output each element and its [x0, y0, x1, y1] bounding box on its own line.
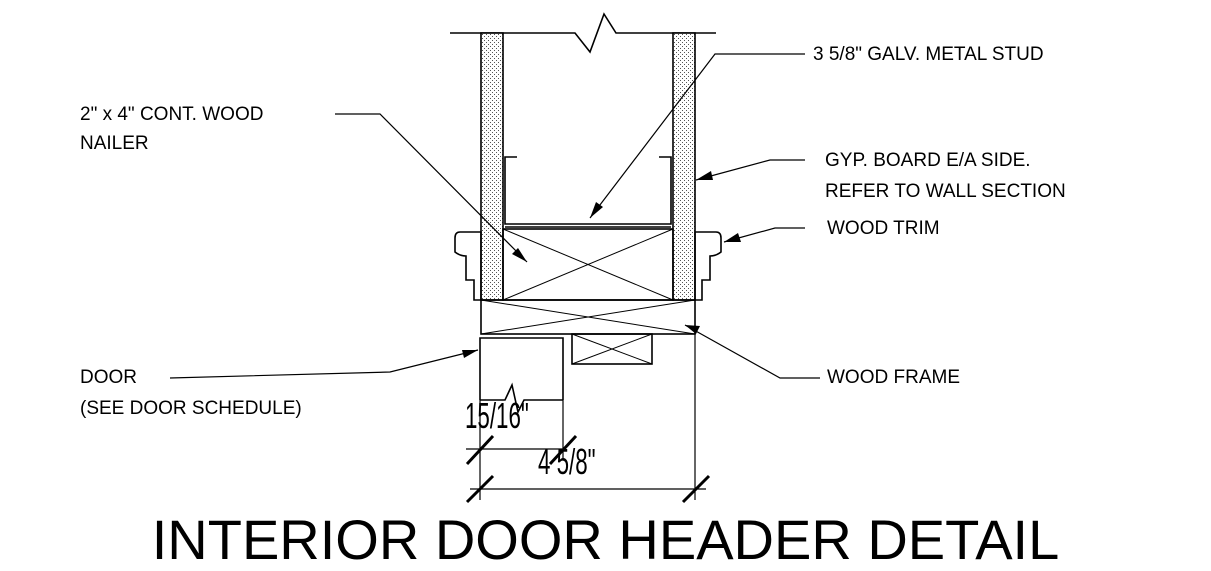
label-gyp-line1: GYP. BOARD E/A SIDE. — [825, 150, 1031, 171]
label-nailer-line2: NAILER — [80, 133, 149, 154]
arrowhead-frame — [685, 325, 700, 334]
label-wood-frame: WOOD FRAME — [827, 367, 960, 388]
door-header-section-drawing — [169, 12, 820, 504]
arrowhead-stud — [590, 202, 603, 218]
label-metal-stud: 3 5/8" GALV. METAL STUD — [813, 44, 1044, 65]
gyp-board-right — [672, 32, 696, 301]
arrowhead-nailer — [512, 248, 527, 262]
dimension-frame-width: 4 5/8" — [538, 441, 596, 482]
wood-trim-left — [454, 231, 482, 301]
door-stop — [571, 333, 653, 365]
arrowhead-door — [462, 350, 478, 358]
metal-stud — [504, 156, 672, 225]
dimension-ticks — [465, 434, 711, 504]
wood-trim-right — [694, 231, 722, 301]
door-leaf — [479, 337, 564, 400]
label-door-line1: DOOR — [80, 367, 137, 388]
arrowhead-gyp — [696, 171, 713, 180]
label-wood-trim: WOOD TRIM — [827, 218, 940, 239]
label-nailer-line1: 2" x 4" CONT. WOOD — [80, 104, 264, 125]
dimension-door-thickness: 15/16" — [465, 395, 529, 436]
break-line — [450, 12, 716, 54]
label-gyp-line2: REFER TO WALL SECTION — [825, 181, 1066, 202]
drawing-title: INTERIOR DOOR HEADER DETAIL — [151, 508, 1060, 571]
label-door-line2: (SEE DOOR SCHEDULE) — [80, 398, 302, 419]
leader-arrowheads — [462, 171, 741, 358]
leader-lines — [169, 53, 820, 379]
arrowhead-trim — [724, 233, 741, 242]
gyp-board-left — [480, 32, 504, 301]
